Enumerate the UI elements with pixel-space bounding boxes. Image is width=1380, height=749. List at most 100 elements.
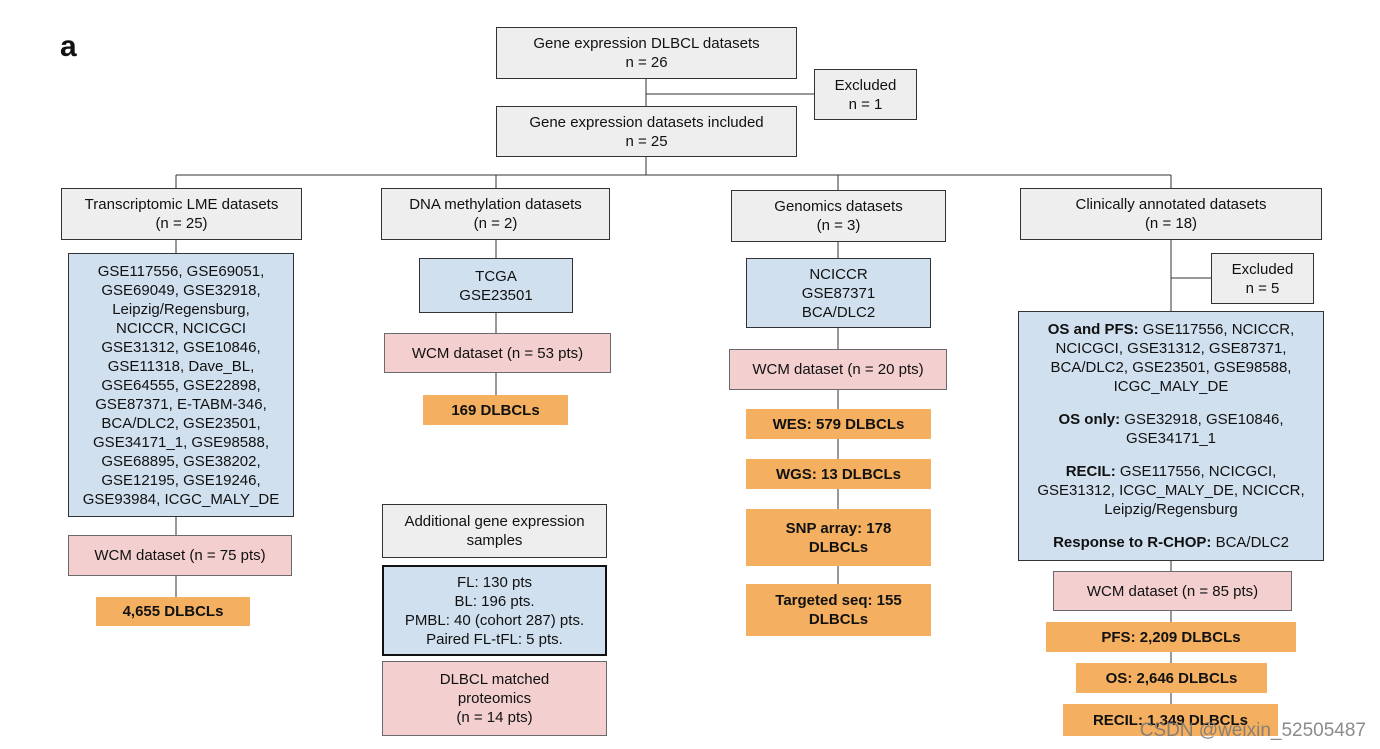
dataset-list-line: Leipzig/Regensburg, (112, 300, 250, 318)
os-only-group: OS only: GSE32918, GSE10846, GSE34171_1 (1058, 410, 1283, 448)
dataset-list-line: NCICCR, NCICGCI (116, 319, 246, 337)
box-line: n = 25 (625, 132, 668, 150)
os-pfs-group: OS and PFS: GSE117556, NCICCR, NCICGCI, … (1048, 320, 1294, 396)
panel-label: a (60, 30, 77, 63)
group-line: GSE31312, ICGC_MALY_DE, NCICCR, (1037, 482, 1305, 499)
pfs-count-box: PFS: 2,209 DLBCLs (1046, 622, 1296, 652)
sample-line: Paired FL-tFL: 5 pts. (426, 630, 563, 648)
watermark: CSDN @weixin_52505487 (1139, 720, 1366, 741)
box-line: Transcriptomic LME datasets (84, 196, 279, 213)
group-first-line: OS only: GSE32918, GSE10846, (1058, 410, 1283, 429)
box-line: (n = 14 pts) (456, 709, 533, 726)
box-line: n = 26 (625, 54, 668, 71)
dataset-list-line: TCGA (475, 267, 517, 285)
box-line: (n = 3) (816, 217, 861, 234)
genomics-wcm-dataset-box: WCM dataset (n = 20 pts) (729, 349, 947, 390)
group-label: OS only: (1058, 411, 1121, 428)
box-line: Excluded (1231, 260, 1294, 278)
group-line: Leipzig/Regensburg (1104, 501, 1238, 518)
dataset-list-line: GSE87371, E-TABM-346, (95, 395, 267, 413)
box-line: Gene expression datasets included (529, 113, 764, 131)
sample-line: FL: 130 pts (456, 573, 533, 591)
box-line: n = 5 (1245, 279, 1280, 297)
group-line: NCICGCI, GSE31312, GSE87371, (1055, 340, 1287, 357)
recil-count-box: RECIL: 1,349 DLBCLs (1063, 704, 1278, 736)
included-datasets-box: Gene expression datasets included n = 25 (496, 106, 797, 157)
dataset-list-line: GSE12195, GSE19246, (101, 471, 261, 489)
box-line: DLBCL matched (439, 671, 550, 688)
group-line: GSE34171_1 (1125, 430, 1217, 447)
group-label: RECIL: (1065, 463, 1116, 480)
group-label: OS and PFS: (1047, 321, 1139, 338)
group-first-line: RECIL: GSE117556, NCICGCI, (1037, 462, 1304, 481)
group-first-line: Response to R-CHOP: BCA/DLC2 (1053, 533, 1289, 552)
box-line: 169 DLBCLs (451, 401, 540, 419)
additional-samples-box: Additional gene expression samples (382, 504, 607, 558)
box-line: WCM dataset (n = 75 pts) (94, 547, 266, 564)
box-line: (n = 25) (155, 215, 208, 232)
dataset-list-line: GSE93984, ICGC_MALY_DE (82, 490, 280, 508)
dataset-list-line: GSE68895, GSE38202, (101, 452, 261, 470)
methylation-datasets-box: DNA methylation datasets (n = 2) (381, 188, 610, 240)
box-line: PFS: 2,209 DLBCLs (1101, 628, 1241, 646)
wes-count-box: WES: 579 DLBCLs (746, 409, 931, 439)
group-datasets: BCA/DLC2 (1215, 534, 1289, 551)
box-line: (n = 2) (473, 215, 518, 232)
box-line: RECIL: 1,349 DLBCLs (1092, 711, 1249, 729)
dataset-list-line: GSE34171_1, GSE98588, (93, 433, 269, 451)
group-line: ICGC_MALY_DE (1113, 378, 1229, 395)
dataset-list-line: GSE87371 (801, 284, 876, 302)
box-line: proteomics (457, 690, 532, 707)
group-datasets: GSE117556, NCICGCI, (1119, 463, 1277, 480)
box-line: Additional gene expression (404, 513, 585, 530)
snp-array-count-box: SNP array: 178 DLBCLs (746, 509, 931, 566)
dataset-list-line: BCA/DLC2, GSE23501, (101, 414, 261, 432)
box-line: (n = 18) (1144, 215, 1198, 232)
box-line: DNA methylation datasets (409, 196, 582, 213)
genomics-dataset-list: NCICCR GSE87371 BCA/DLC2 (746, 258, 931, 328)
group-label: Response to R-CHOP: (1053, 534, 1212, 551)
box-line: DLBCLs (808, 611, 869, 628)
dataset-list-line: GSE23501 (459, 286, 533, 304)
lme-datasets-box: Transcriptomic LME datasets (n = 25) (61, 188, 302, 240)
dataset-list-line: NCICCR (809, 265, 868, 283)
additional-samples-list: FL: 130 pts BL: 196 pts. PMBL: 40 (cohor… (382, 565, 607, 656)
box-line: samples (466, 532, 523, 549)
group-first-line: OS and PFS: GSE117556, NCICCR, (1048, 320, 1294, 339)
dataset-list-line: GSE31312, GSE10846, (101, 338, 261, 356)
group-datasets: GSE117556, NCICCR, (1142, 321, 1295, 338)
box-line: 4,655 DLBCLs (122, 603, 224, 620)
targeted-seq-count-box: Targeted seq: 155 DLBCLs (746, 584, 931, 636)
sample-line: BL: 196 pts. (454, 592, 535, 610)
lme-count-box: 4,655 DLBCLs (96, 597, 250, 626)
dataset-list-line: BCA/DLC2 (801, 303, 876, 321)
excluded-top-box: Excluded n = 1 (814, 69, 917, 120)
methylation-wcm-dataset-box: WCM dataset (n = 53 pts) (384, 333, 611, 373)
dataset-list-line: GSE69049, GSE32918, (101, 281, 261, 299)
dataset-list-line: GSE64555, GSE22898, (101, 376, 261, 394)
dataset-list-line: GSE117556, GSE69051, (97, 262, 265, 280)
clinical-wcm-dataset-box: WCM dataset (n = 85 pts) (1053, 571, 1292, 611)
box-line: WCM dataset (n = 85 pts) (1086, 582, 1259, 600)
lme-wcm-dataset-box: WCM dataset (n = 75 pts) (68, 535, 292, 576)
recil-group: RECIL: GSE117556, NCICGCI, GSE31312, ICG… (1037, 462, 1304, 519)
excluded-clinical-box: Excluded n = 5 (1211, 253, 1314, 304)
box-line: n = 1 (848, 95, 883, 113)
rchop-group: Response to R-CHOP: BCA/DLC2 (1053, 533, 1289, 552)
box-line: Clinically annotated datasets (1075, 196, 1267, 213)
box-line: Targeted seq: 155 (775, 592, 902, 609)
box-line: WGS: 13 DLBCLs (775, 465, 901, 483)
group-line: BCA/DLC2, GSE23501, GSE98588, (1050, 359, 1292, 376)
dataset-list-line: GSE11318, Dave_BL, (107, 357, 255, 375)
gene-expression-datasets-box: Gene expression DLBCL datasets n = 26 (496, 27, 797, 79)
box-line: Excluded (834, 76, 897, 94)
methylation-dataset-list: TCGA GSE23501 (419, 258, 573, 313)
group-datasets: GSE32918, GSE10846, (1124, 411, 1284, 428)
clinical-annotation-list: OS and PFS: GSE117556, NCICCR, NCICGCI, … (1018, 311, 1324, 561)
lme-dataset-list: GSE117556, GSE69051, GSE69049, GSE32918,… (68, 253, 294, 517)
wgs-count-box: WGS: 13 DLBCLs (746, 459, 931, 489)
box-line: WES: 579 DLBCLs (772, 415, 905, 433)
box-line: WCM dataset (n = 53 pts) (411, 344, 584, 362)
proteomics-box: DLBCL matched proteomics (n = 14 pts) (382, 661, 607, 736)
